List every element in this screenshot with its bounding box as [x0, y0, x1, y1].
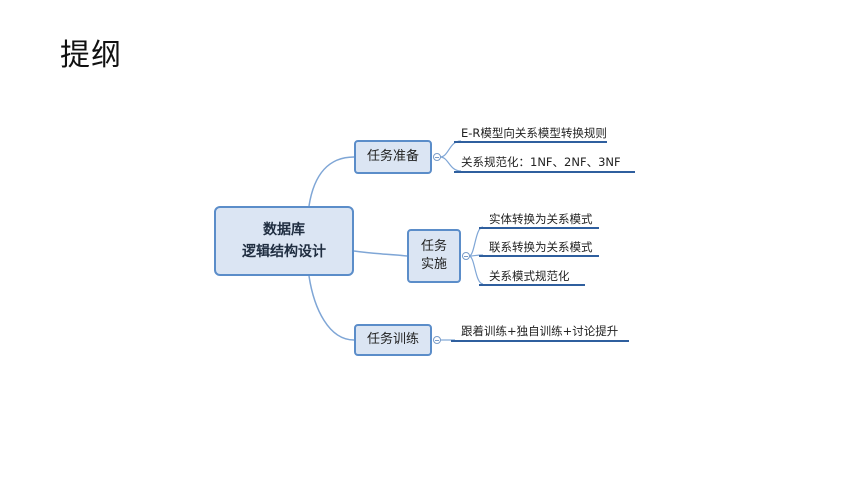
branch-node-label: 任务训练 — [366, 332, 419, 347]
branch-node-label-line1: 任务 — [420, 239, 447, 254]
leaf-node-normalization[interactable]: 关系规范化：1NF、2NF、3NF — [461, 155, 621, 169]
connector-task1-leaf2 — [439, 156, 462, 172]
branch-node-task-prep[interactable]: 任务准备 — [354, 140, 432, 174]
page-title: 提纲 — [60, 38, 122, 73]
collapse-toggle-icon[interactable] — [462, 252, 470, 260]
mind-map-connectors — [308, 140, 635, 342]
branch-node-task-impl[interactable]: 任务 实施 — [407, 229, 461, 283]
mind-map-diagram: 数据库 逻辑结构设计 任务准备 任务 实施 任务训练 E-R模型向关系模型转换规… — [199, 104, 651, 370]
leaf-node-er-rules[interactable]: E-R模型向关系模型转换规则 — [461, 126, 607, 140]
leaf-node-training-method[interactable]: 跟着训练+独自训练+讨论提升 — [461, 324, 619, 338]
root-node-line2: 逻辑结构设计 — [242, 244, 326, 260]
leaf-node-entity-conversion[interactable]: 实体转换为关系模式 — [489, 212, 593, 226]
connector-root-task1 — [308, 156, 355, 207]
connector-task2-leaf1 — [468, 226, 484, 257]
collapse-toggle-icon[interactable] — [433, 153, 441, 161]
connector-task1-leaf1 — [439, 140, 462, 158]
leaf-node-schema-normalization[interactable]: 关系模式规范化 — [489, 269, 570, 283]
connector-task2-leaf3 — [468, 255, 484, 285]
collapse-toggle-icon[interactable] — [433, 336, 441, 344]
branch-node-label-line2: 实施 — [420, 257, 447, 272]
branch-node-label: 任务准备 — [366, 149, 419, 164]
branch-node-task-training[interactable]: 任务训练 — [354, 324, 432, 356]
leaf-node-relationship-conversion[interactable]: 联系转换为关系模式 — [489, 240, 593, 254]
connector-root-task2 — [353, 250, 408, 257]
root-node[interactable]: 数据库 逻辑结构设计 — [214, 206, 354, 276]
root-node-line1: 数据库 — [263, 222, 305, 238]
connector-root-task3 — [308, 275, 355, 341]
